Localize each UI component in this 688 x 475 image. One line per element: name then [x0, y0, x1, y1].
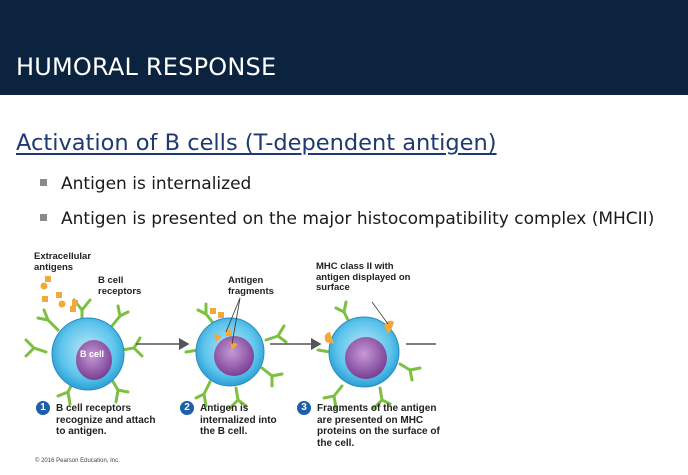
step-number-2: 2 [180, 401, 194, 415]
b-cell-3 [316, 300, 422, 410]
label-antigen-fragments: Antigen fragments [228, 275, 274, 297]
step-caption-1: B cell receptors recognize and attach to… [56, 403, 156, 437]
label-mhc-class-ii: MHC class II with antigen displayed on s… [316, 261, 411, 293]
step-caption-2: Antigen is internalized into the B cell. [200, 403, 277, 437]
bullet-text: Antigen is internalized [61, 174, 252, 194]
bullet-item: Antigen is internalized [40, 174, 251, 194]
bullet-square-icon [40, 178, 47, 186]
label-b-cell: B cell [80, 349, 105, 359]
step-number-3: 3 [297, 401, 311, 415]
bullet-text: Antigen is presented on the major histoc… [61, 209, 655, 229]
bullet-square-icon [40, 213, 47, 221]
step-number-1: 1 [36, 401, 50, 415]
title-bar: HUMORAL RESPONSE [0, 0, 688, 95]
b-cell-1 [24, 298, 144, 406]
label-b-cell-receptors: B cell receptors [98, 275, 142, 297]
slide-title: HUMORAL RESPONSE [16, 53, 277, 81]
label-extracellular-antigens: Extracellular antigens [34, 251, 92, 273]
b-cell-activation-figure: Extracellular antigens B cell receptors … [0, 240, 688, 470]
extracellular-antigens [40, 276, 76, 312]
step-caption-3: Fragments of the antigen are presented o… [317, 403, 440, 449]
bullet-item: Antigen is presented on the major histoc… [40, 209, 654, 229]
b-cell-2 [184, 297, 288, 410]
section-heading: Activation of B cells (T-dependent antig… [16, 130, 497, 156]
copyright-notice: © 2016 Pearson Education, Inc. [35, 458, 120, 464]
b-cell-diagram [24, 276, 436, 410]
